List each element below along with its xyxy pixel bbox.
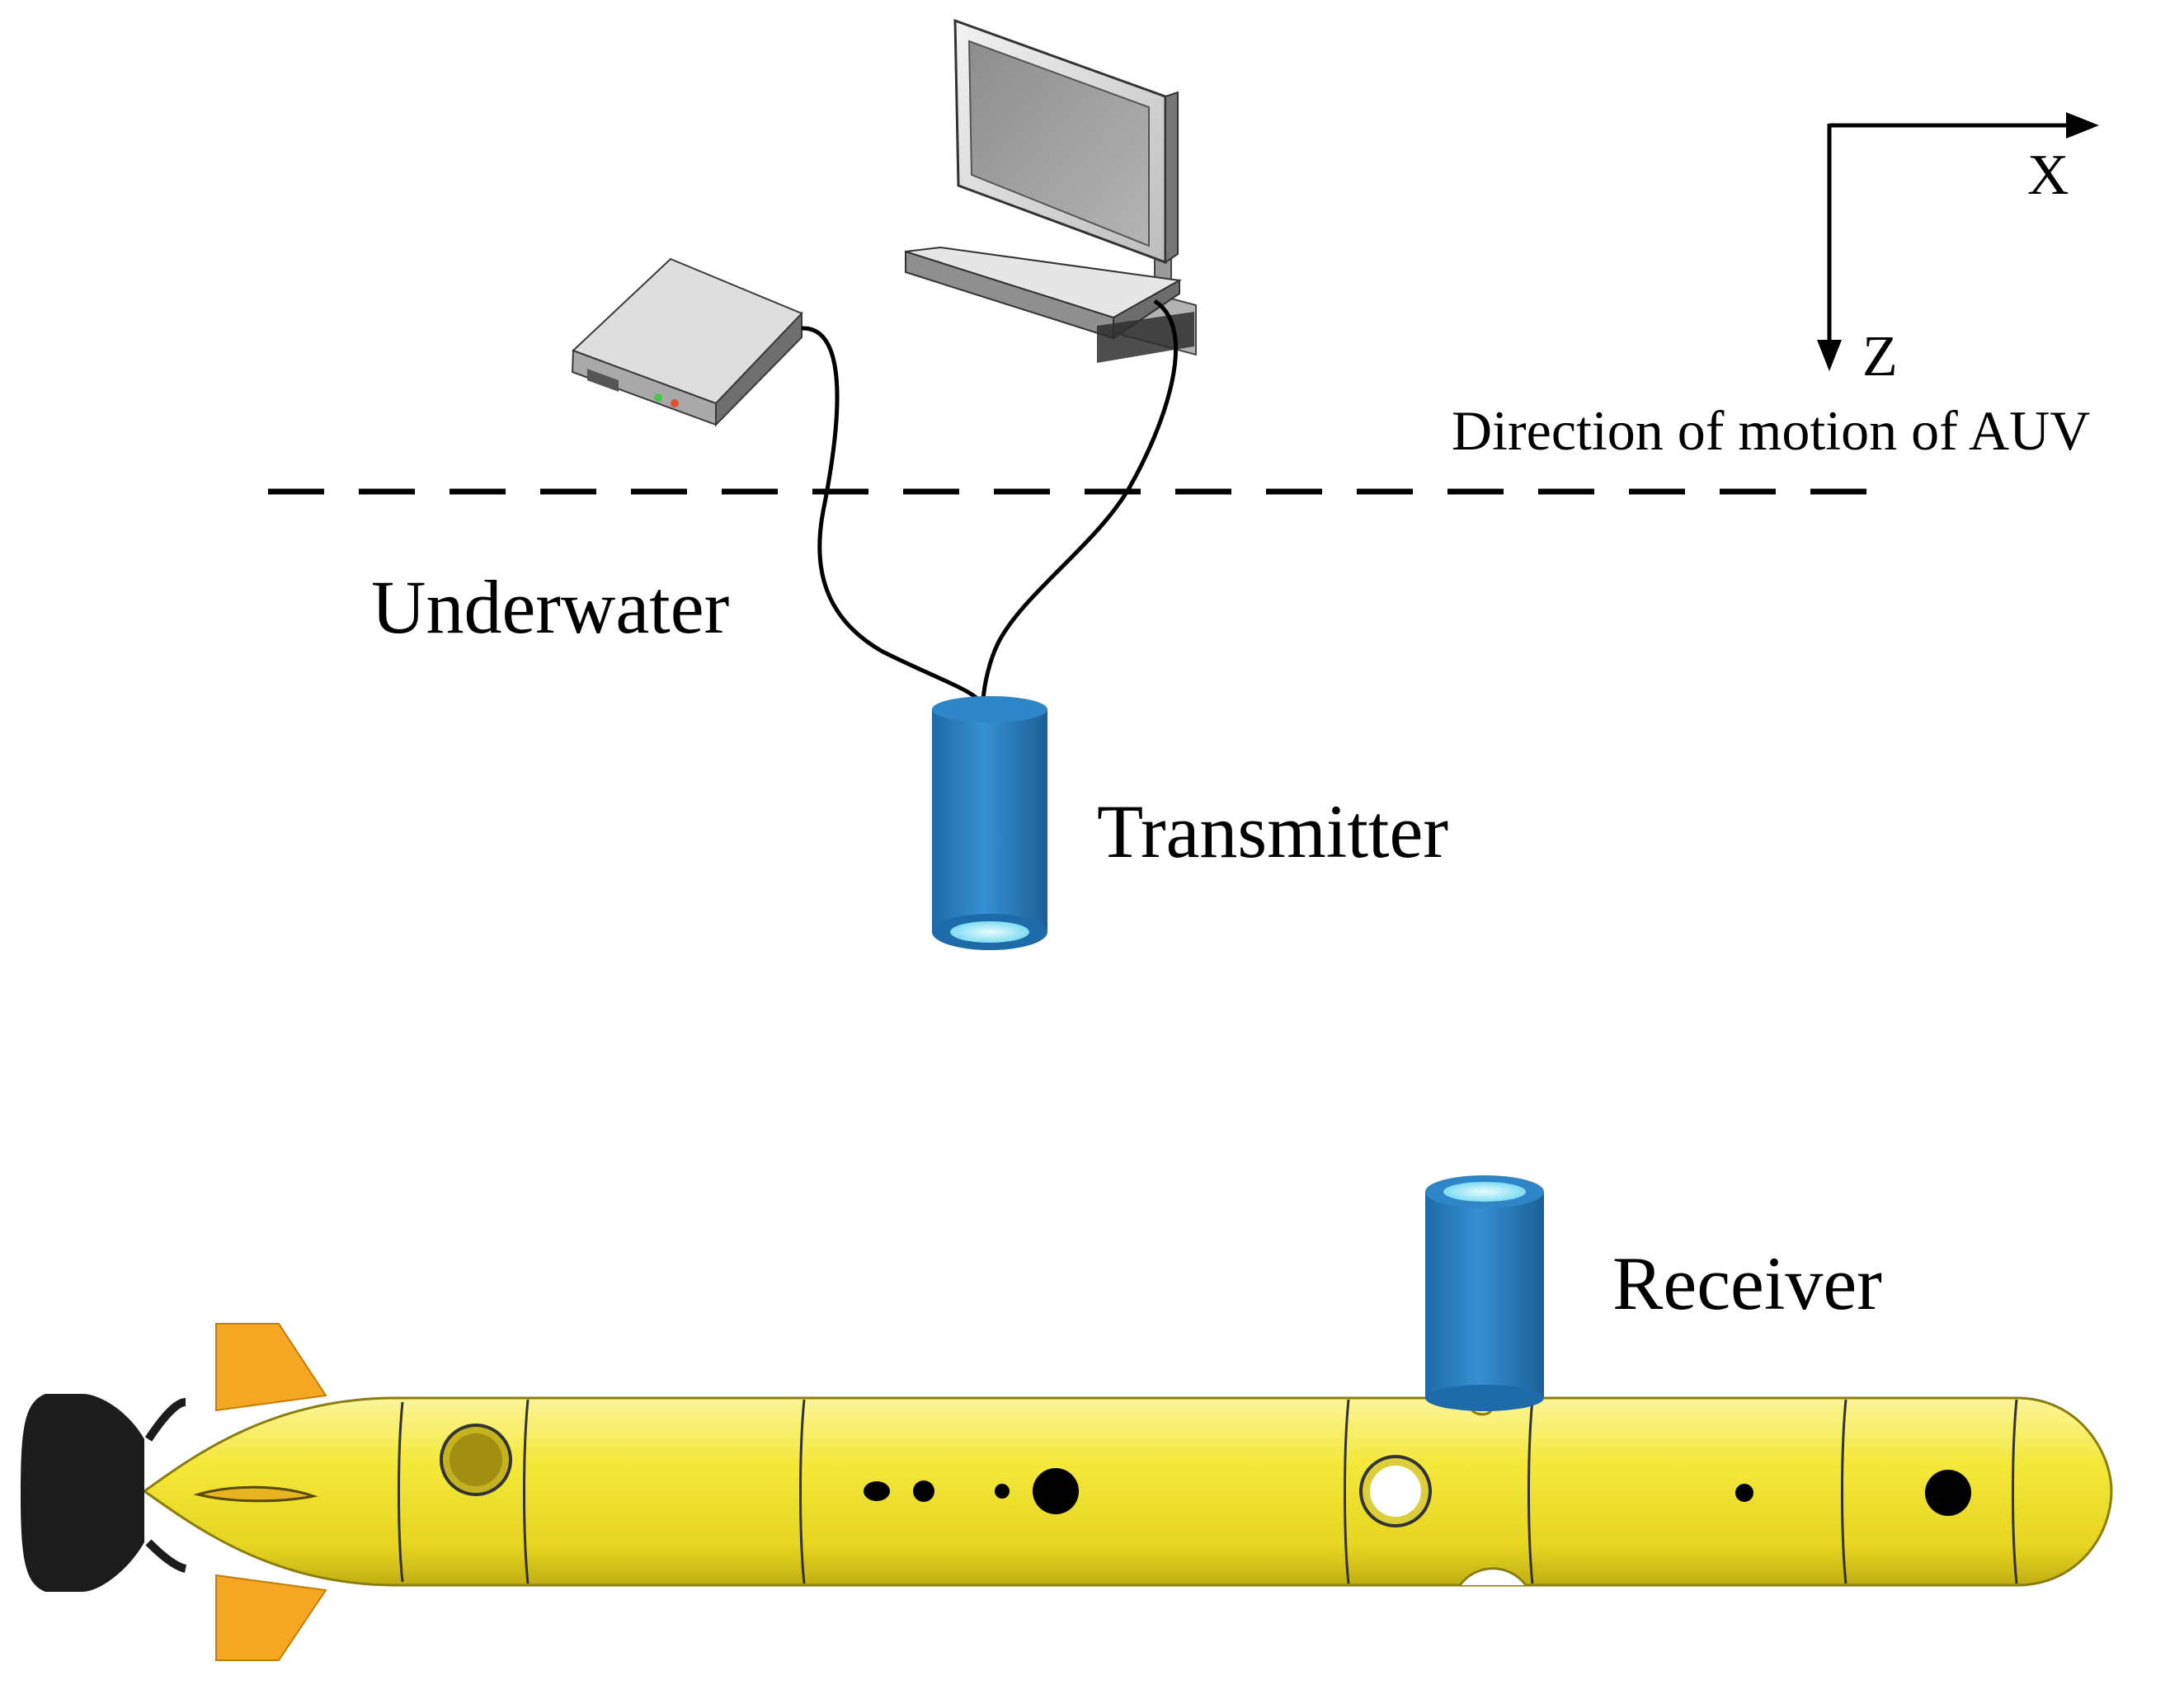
- receiver-label: Receiver: [1612, 1241, 1882, 1325]
- underwater-label: Underwater: [371, 565, 730, 649]
- upper-fin: [215, 1323, 327, 1412]
- x-axis-label: X: [2027, 144, 2069, 207]
- receiver-transducer: [1425, 1175, 1544, 1411]
- auv-vehicle: [21, 1323, 2113, 1661]
- sensor-ports: [864, 1468, 1971, 1516]
- data-acquisition-box-icon: [571, 257, 803, 427]
- transmitter-transducer: [932, 696, 1047, 950]
- z-axis-arrowhead: [1817, 340, 1842, 371]
- auv-hull: [142, 1396, 2113, 1587]
- tail-slot: [193, 1485, 318, 1503]
- cable-computer-to-transmitter: [981, 299, 1178, 702]
- coordinate-axes: [1817, 112, 2099, 371]
- lower-fin: [215, 1574, 327, 1661]
- direction-of-motion-label: Direction of motion of AUV: [1452, 399, 2091, 462]
- transmitter-label: Transmitter: [1097, 789, 1448, 873]
- propeller: [21, 1394, 187, 1592]
- z-axis-label: Z: [1862, 325, 1898, 388]
- keyboard-icon: [905, 246, 1194, 363]
- x-axis-arrowhead: [2066, 112, 2099, 139]
- cable-box-to-transmitter: [801, 326, 981, 703]
